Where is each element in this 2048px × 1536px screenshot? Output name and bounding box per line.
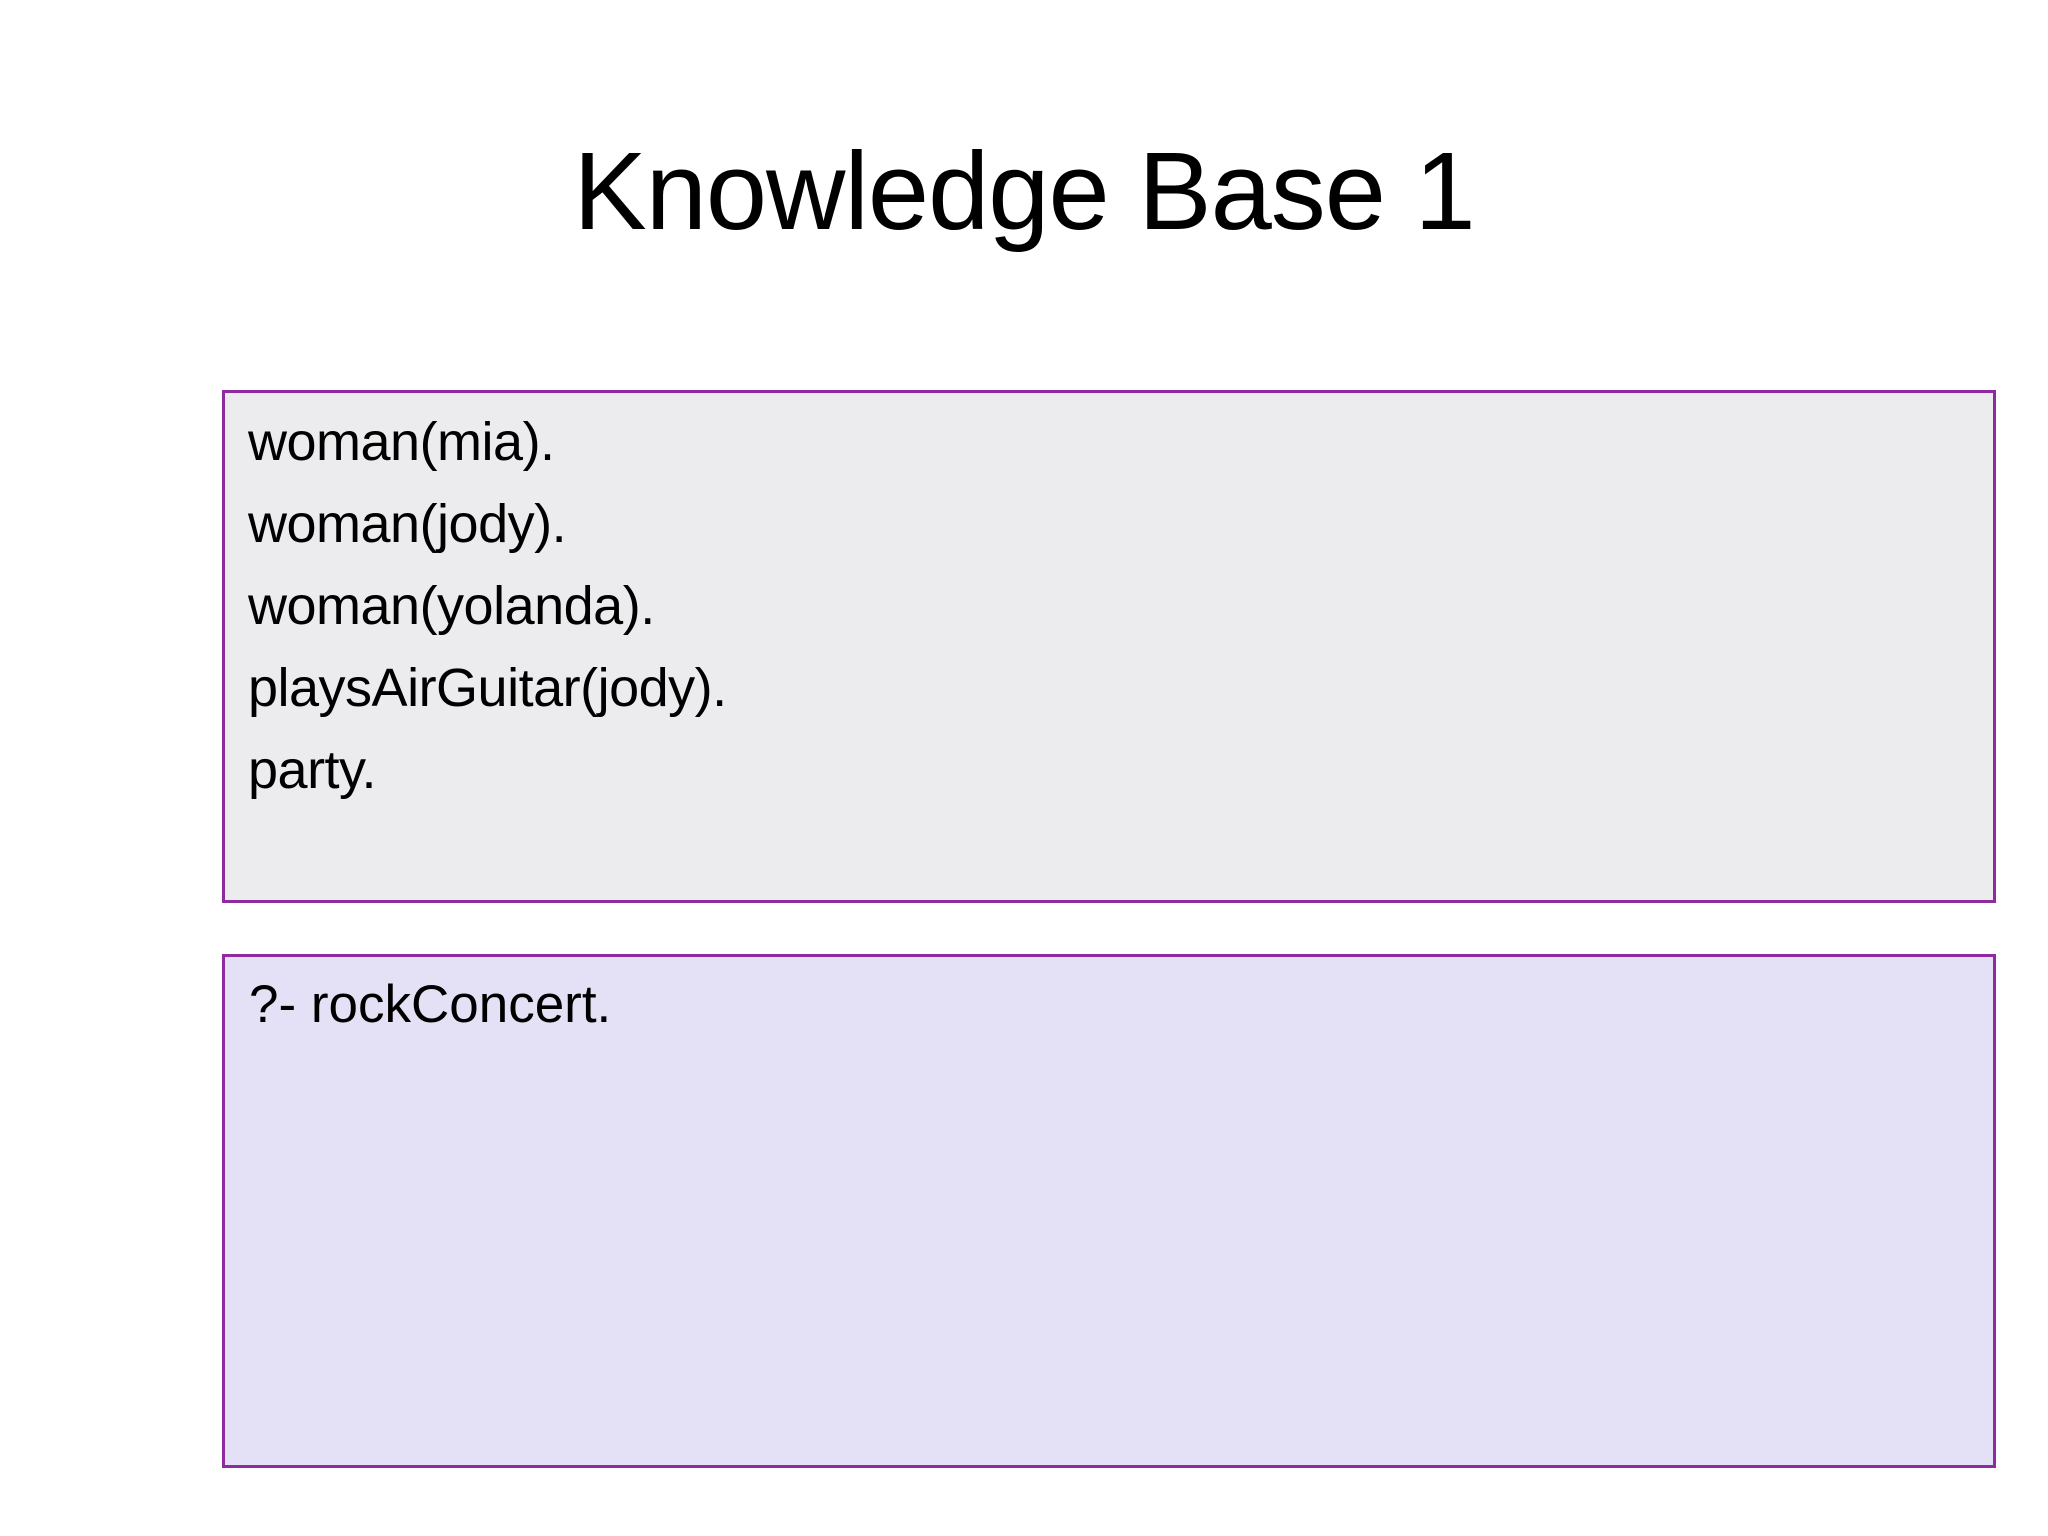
kb-fact-line: woman(yolanda).	[248, 576, 655, 636]
knowledge-base-facts: woman(mia). woman(jody). woman(yolanda).…	[225, 393, 1993, 811]
kb-fact-line: party.	[248, 740, 377, 800]
knowledge-base-box: woman(mia). woman(jody). woman(yolanda).…	[222, 390, 1996, 903]
kb-fact-line: playsAirGuitar(jody).	[248, 658, 727, 718]
query-box: ?- rockConcert.	[222, 954, 1996, 1468]
slide-title: Knowledge Base 1	[573, 130, 1475, 253]
kb-fact-line: woman(mia).	[248, 412, 555, 472]
query-text: ?- rockConcert.	[249, 975, 612, 1034]
kb-fact-line: woman(jody).	[248, 494, 567, 554]
